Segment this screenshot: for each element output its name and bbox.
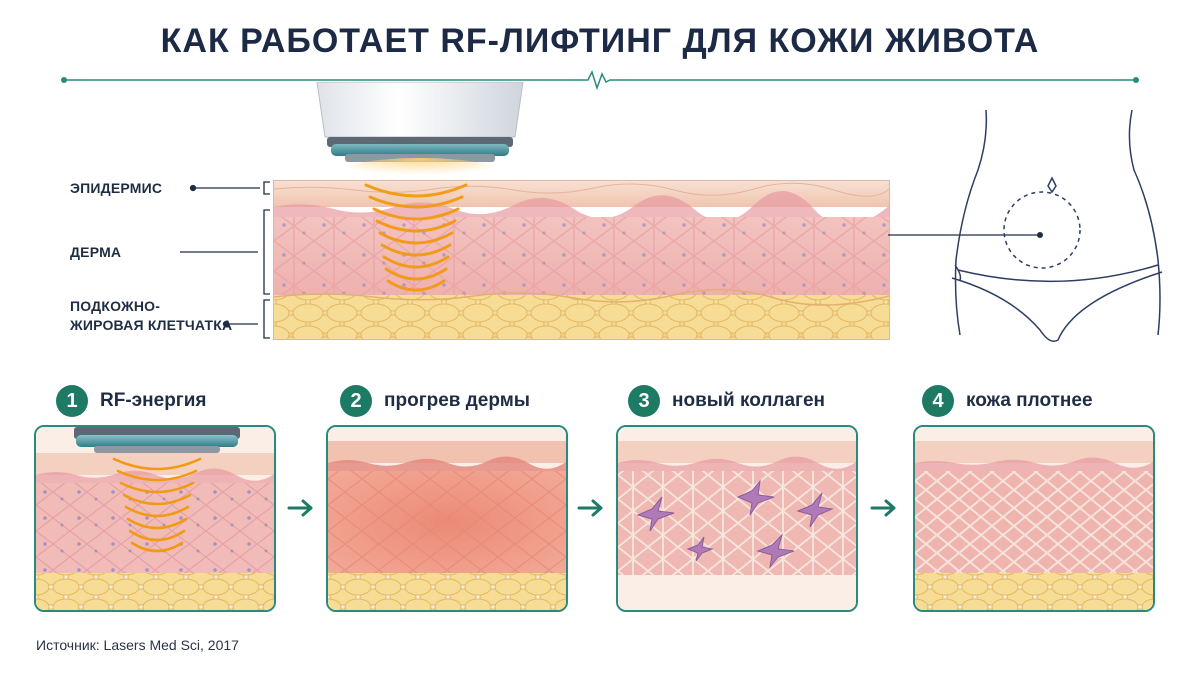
step-4-label: кожа плотнее bbox=[966, 390, 1093, 411]
step-3-label: новый коллаген bbox=[672, 390, 826, 411]
label-epidermis: ЭПИДЕРМИС bbox=[70, 180, 163, 196]
panel-new-collagen bbox=[616, 425, 858, 612]
skin-cross-section bbox=[273, 180, 890, 340]
arrow-right-icon bbox=[287, 499, 313, 517]
arrow-right-icon bbox=[577, 499, 603, 517]
step-1-header: 1 RF-энергия bbox=[56, 383, 206, 419]
label-dermis: ДЕРМА bbox=[70, 244, 122, 260]
label-subcutaneous-line2: ЖИРОВАЯ КЛЕТЧАТКА bbox=[70, 317, 233, 333]
step-4-number: 4 bbox=[922, 385, 954, 417]
step-3-header: 3 новый коллаген bbox=[628, 383, 825, 419]
panel-dermis-heating bbox=[326, 425, 568, 612]
layer-brackets bbox=[180, 181, 270, 339]
panel-firmer-skin bbox=[913, 425, 1155, 612]
label-subcutaneous-line1: ПОДКОЖНО- bbox=[70, 298, 161, 314]
step-3-number: 3 bbox=[628, 385, 660, 417]
heartbeat-pulse-icon bbox=[61, 70, 1139, 91]
step-1-number: 1 bbox=[56, 385, 88, 417]
source-citation: Источник: Lasers Med Sci, 2017 bbox=[36, 637, 239, 653]
step-2-label: прогрев дермы bbox=[384, 390, 530, 411]
rf-applicator-icon bbox=[316, 82, 524, 182]
step-2-number: 2 bbox=[340, 385, 372, 417]
connector-line bbox=[888, 232, 1043, 238]
step-4-header: 4 кожа плотнее bbox=[922, 383, 1093, 419]
panel-rf-energy bbox=[34, 425, 276, 612]
arrow-right-icon bbox=[870, 499, 896, 517]
step-2-header: 2 прогрев дермы bbox=[340, 383, 530, 419]
page-title: КАК РАБОТАЕТ RF-ЛИФТИНГ ДЛЯ КОЖИ ЖИВОТА bbox=[160, 22, 1040, 60]
abdomen-outline-icon bbox=[951, 109, 1163, 342]
step-1-label: RF-энергия bbox=[100, 390, 207, 411]
